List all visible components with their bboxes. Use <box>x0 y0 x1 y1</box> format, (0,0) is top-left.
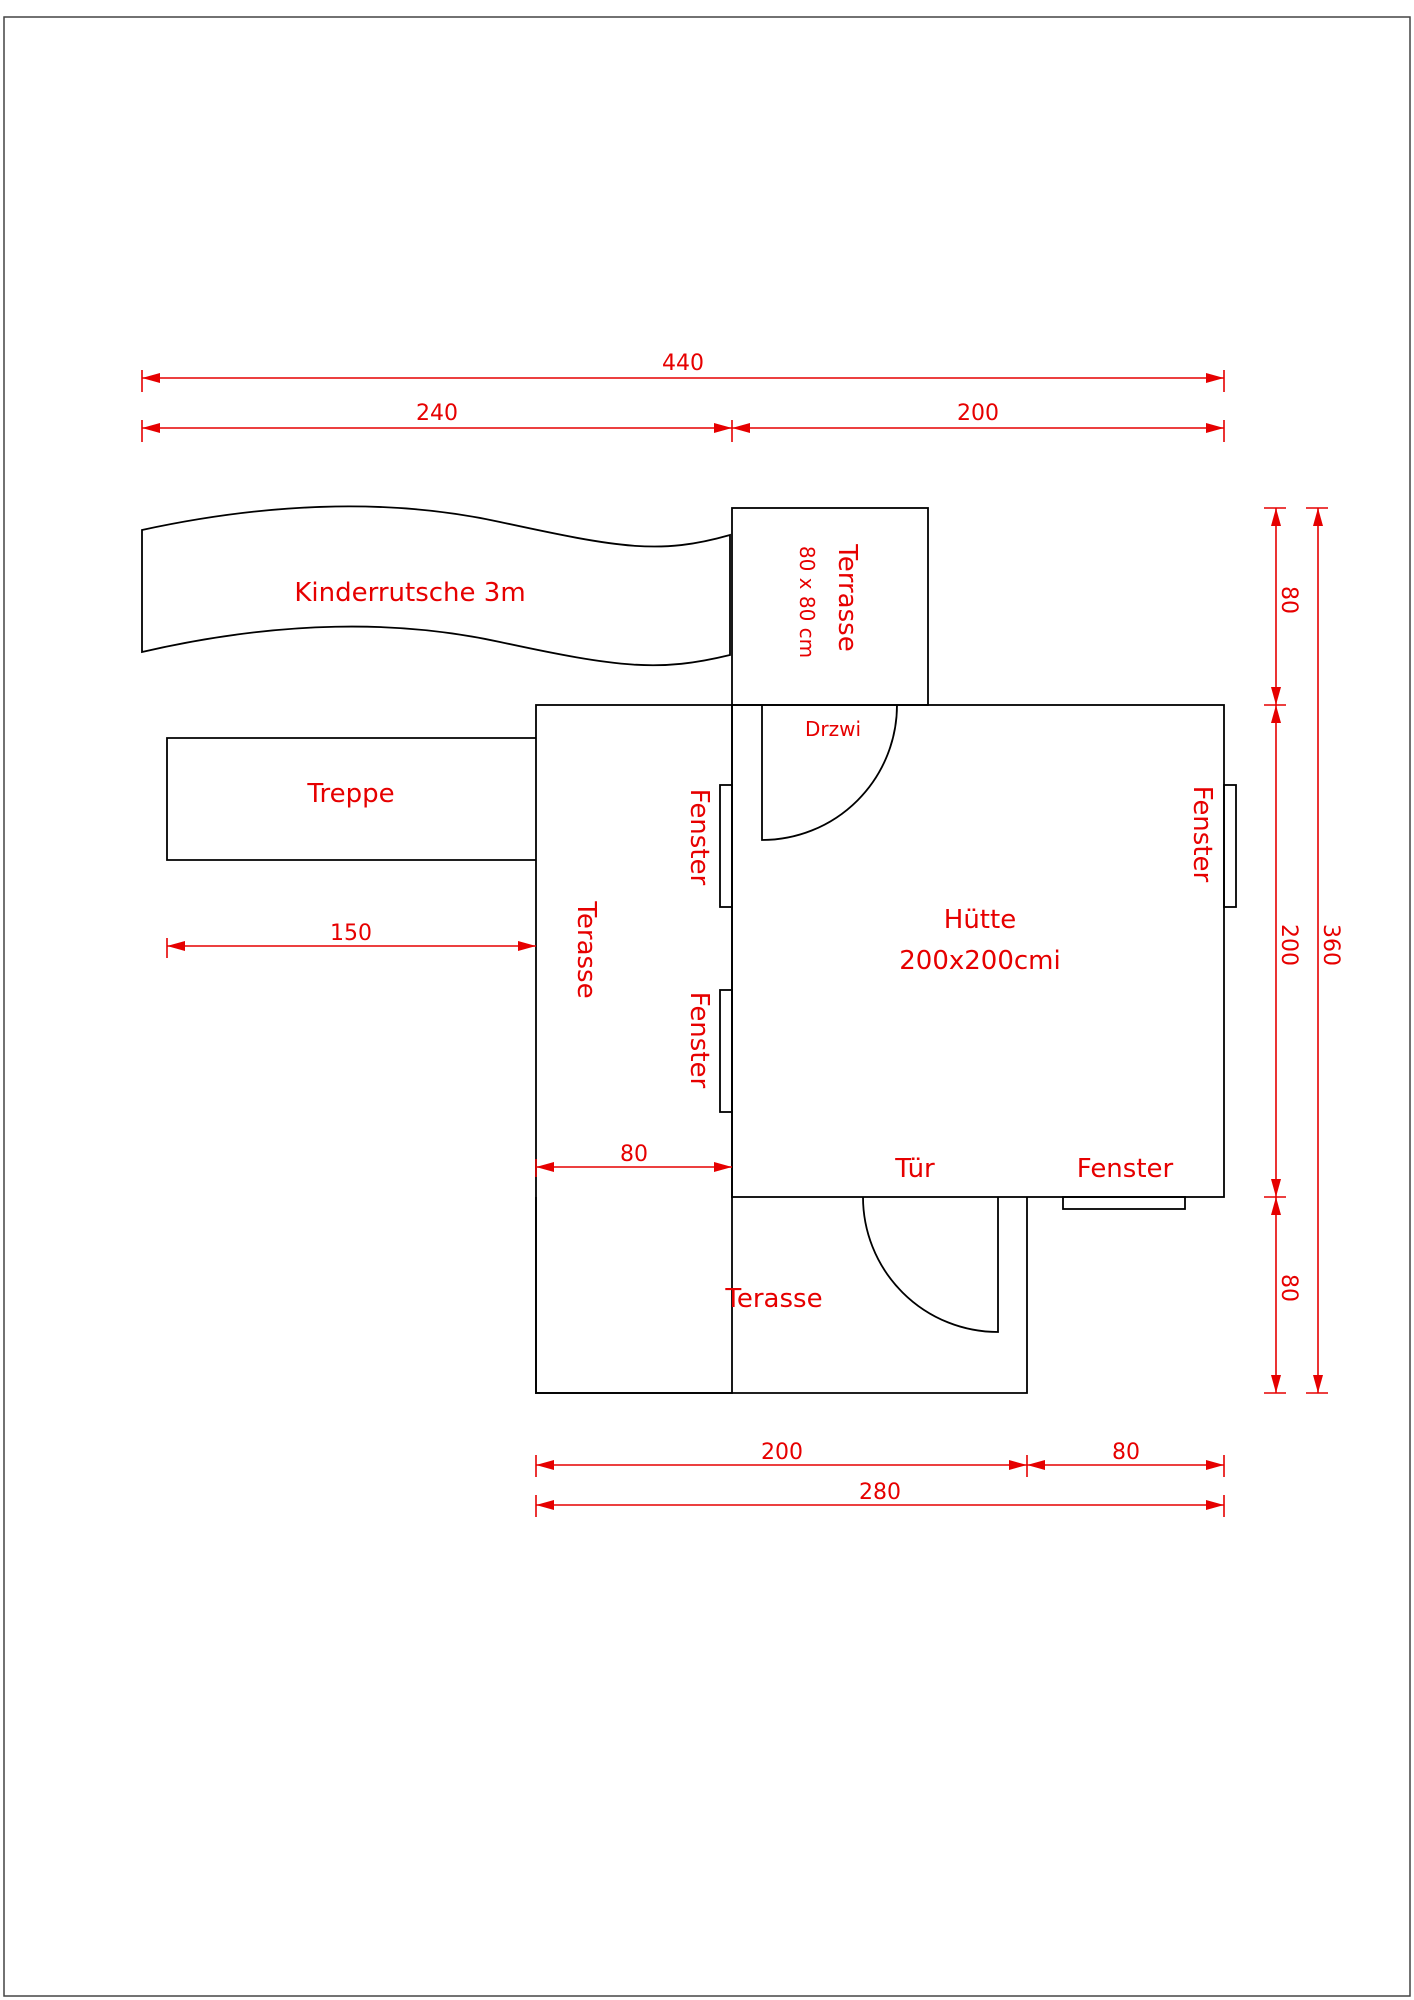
lower-terrace-outline <box>535 1197 1028 1394</box>
bottom-door-swing <box>862 1196 999 1333</box>
window-right <box>1223 784 1237 908</box>
area-labels: Kinderrutsche 3m Treppe Terrasse 80 x 80… <box>294 543 1217 1314</box>
window-bottom-label: Fenster <box>1077 1154 1174 1184</box>
hut-outline <box>731 704 1225 1198</box>
dimension-values: 440 240 200 150 80 80 200 80 360 200 80 … <box>330 351 1343 1505</box>
dim-bottom-right: 80 <box>1112 1440 1140 1465</box>
dim-bottom-total: 280 <box>859 1480 901 1505</box>
dim-right-upper: 80 <box>1276 586 1301 614</box>
side-terrace-label: Terasse <box>571 900 601 998</box>
top-door-swing <box>761 704 898 841</box>
slide-label: Kinderrutsche 3m <box>294 578 525 608</box>
dim-stairs-length: 150 <box>330 921 372 946</box>
window-left-lower <box>719 989 733 1113</box>
window-left-upper-label: Fenster <box>684 789 714 886</box>
lower-terrace-label: Terasse <box>724 1284 822 1314</box>
upper-terrace-size: 80 x 80 cm <box>795 546 819 658</box>
door-bottom-label: Tür <box>894 1154 935 1184</box>
dim-top-right: 200 <box>957 401 999 426</box>
hut-name-label: Hütte <box>944 905 1016 935</box>
dim-right-middle: 200 <box>1276 924 1301 966</box>
dim-top-total: 440 <box>662 351 704 376</box>
sheet-border <box>3 16 1411 1997</box>
structures <box>141 505 1237 1394</box>
window-left-lower-label: Fenster <box>684 992 714 1089</box>
upper-terrace-outline <box>731 507 929 706</box>
door-top-label: Drzwi <box>805 717 861 741</box>
stairs-outline <box>166 737 536 861</box>
upper-terrace-label: Terrasse <box>832 543 862 651</box>
window-right-label: Fenster <box>1187 786 1217 883</box>
slide-outline <box>141 505 731 667</box>
dim-bottom-left: 200 <box>761 1440 803 1465</box>
stairs-label: Treppe <box>306 779 394 809</box>
dim-right-lower: 80 <box>1276 1274 1301 1302</box>
hut-size-label: 200x200cmi <box>899 946 1060 976</box>
dim-side-terrace-width: 80 <box>620 1142 648 1167</box>
window-bottom <box>1062 1196 1186 1210</box>
window-left-upper <box>719 784 733 908</box>
dimension-lines <box>141 370 1328 1517</box>
dim-right-total: 360 <box>1318 924 1343 966</box>
dim-top-left: 240 <box>416 401 458 426</box>
